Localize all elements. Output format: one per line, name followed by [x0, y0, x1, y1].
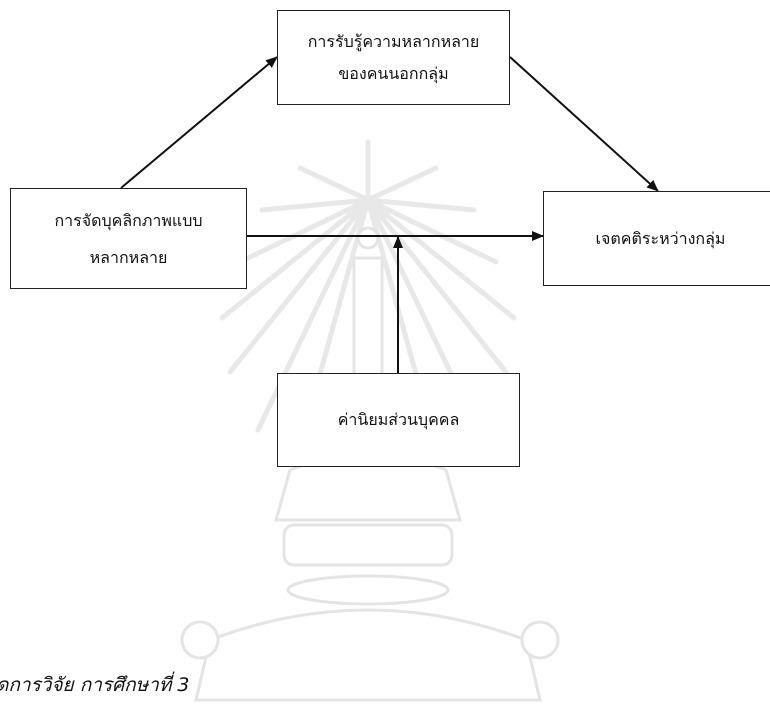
box-label-line2: ของคนนอกกลุ่ม — [338, 63, 449, 83]
personal-values-box: ค่านิยมส่วนบุคคล — [277, 373, 520, 467]
box-label-line1: การรับรู้ความหลากหลาย — [307, 31, 480, 51]
box-label-line1: ค่านิยมส่วนบุคคล — [337, 410, 460, 429]
diverse-personality-arrangement-box: การจัดบุคลิกภาพแบบ หลากหลาย — [10, 188, 247, 289]
box-label-line1: เจตคติระหว่างกลุ่ม — [595, 228, 726, 248]
perception-of-outgroup-diversity-box: การรับรู้ความหลากหลาย ของคนนอกกลุ่ม — [277, 10, 510, 105]
arrow-perception-to-attitude — [509, 56, 659, 192]
arrow-diversity-to-perception — [120, 56, 278, 189]
figure-caption: ดการวิจัย การศึกษาที่ 3 — [0, 674, 190, 696]
intergroup-attitude-box: เจตคติระหว่างกลุ่ม — [543, 191, 770, 286]
box-label-line2: หลากหลาย — [89, 247, 168, 267]
box-label-line1: การจัดบุคลิกภาพแบบ — [54, 210, 203, 230]
